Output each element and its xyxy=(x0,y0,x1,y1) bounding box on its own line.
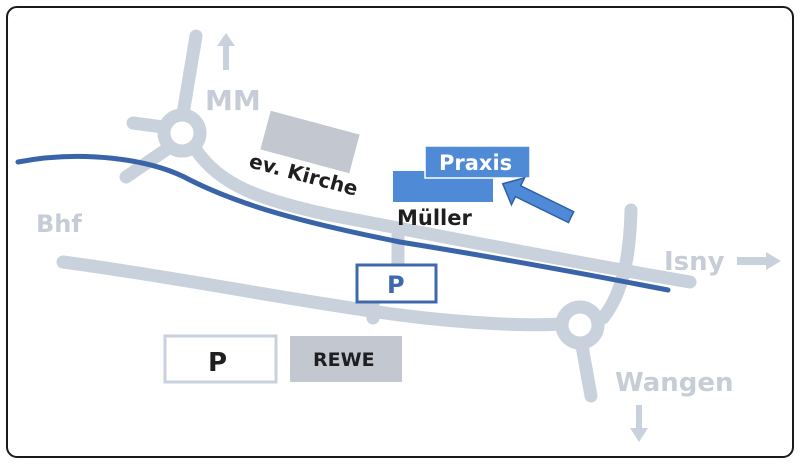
label-mueller: Müller xyxy=(397,206,472,230)
pointer-arrow-icon xyxy=(501,176,575,224)
label-mm: MM xyxy=(205,84,261,117)
label-isny: Isny xyxy=(664,247,725,277)
roundabout-south xyxy=(555,300,605,350)
road-main-isny xyxy=(189,143,697,289)
roundabout-north xyxy=(157,108,207,158)
parking-small-box xyxy=(355,263,438,304)
label-praxis: Praxis xyxy=(439,151,512,175)
label-rewe: REWE xyxy=(313,349,375,371)
praxis-building-front xyxy=(424,145,531,179)
road-south-wangen xyxy=(575,339,598,403)
arrow-right-icon xyxy=(737,252,781,270)
road-bhf xyxy=(56,255,567,332)
label-parking-large: P xyxy=(208,348,227,378)
river-line xyxy=(15,153,671,293)
arrow-up-icon xyxy=(217,33,235,70)
parking-large-box xyxy=(163,334,278,384)
arrow-down-icon xyxy=(630,405,648,442)
label-bhf: Bhf xyxy=(36,210,82,238)
road-east-north xyxy=(596,203,638,325)
label-wangen: Wangen xyxy=(615,368,734,398)
church-building xyxy=(260,110,360,174)
rewe-building xyxy=(290,336,402,382)
road-west-branch xyxy=(126,116,170,134)
road-north-mm xyxy=(176,29,203,121)
label-parking-small: P xyxy=(387,271,405,299)
